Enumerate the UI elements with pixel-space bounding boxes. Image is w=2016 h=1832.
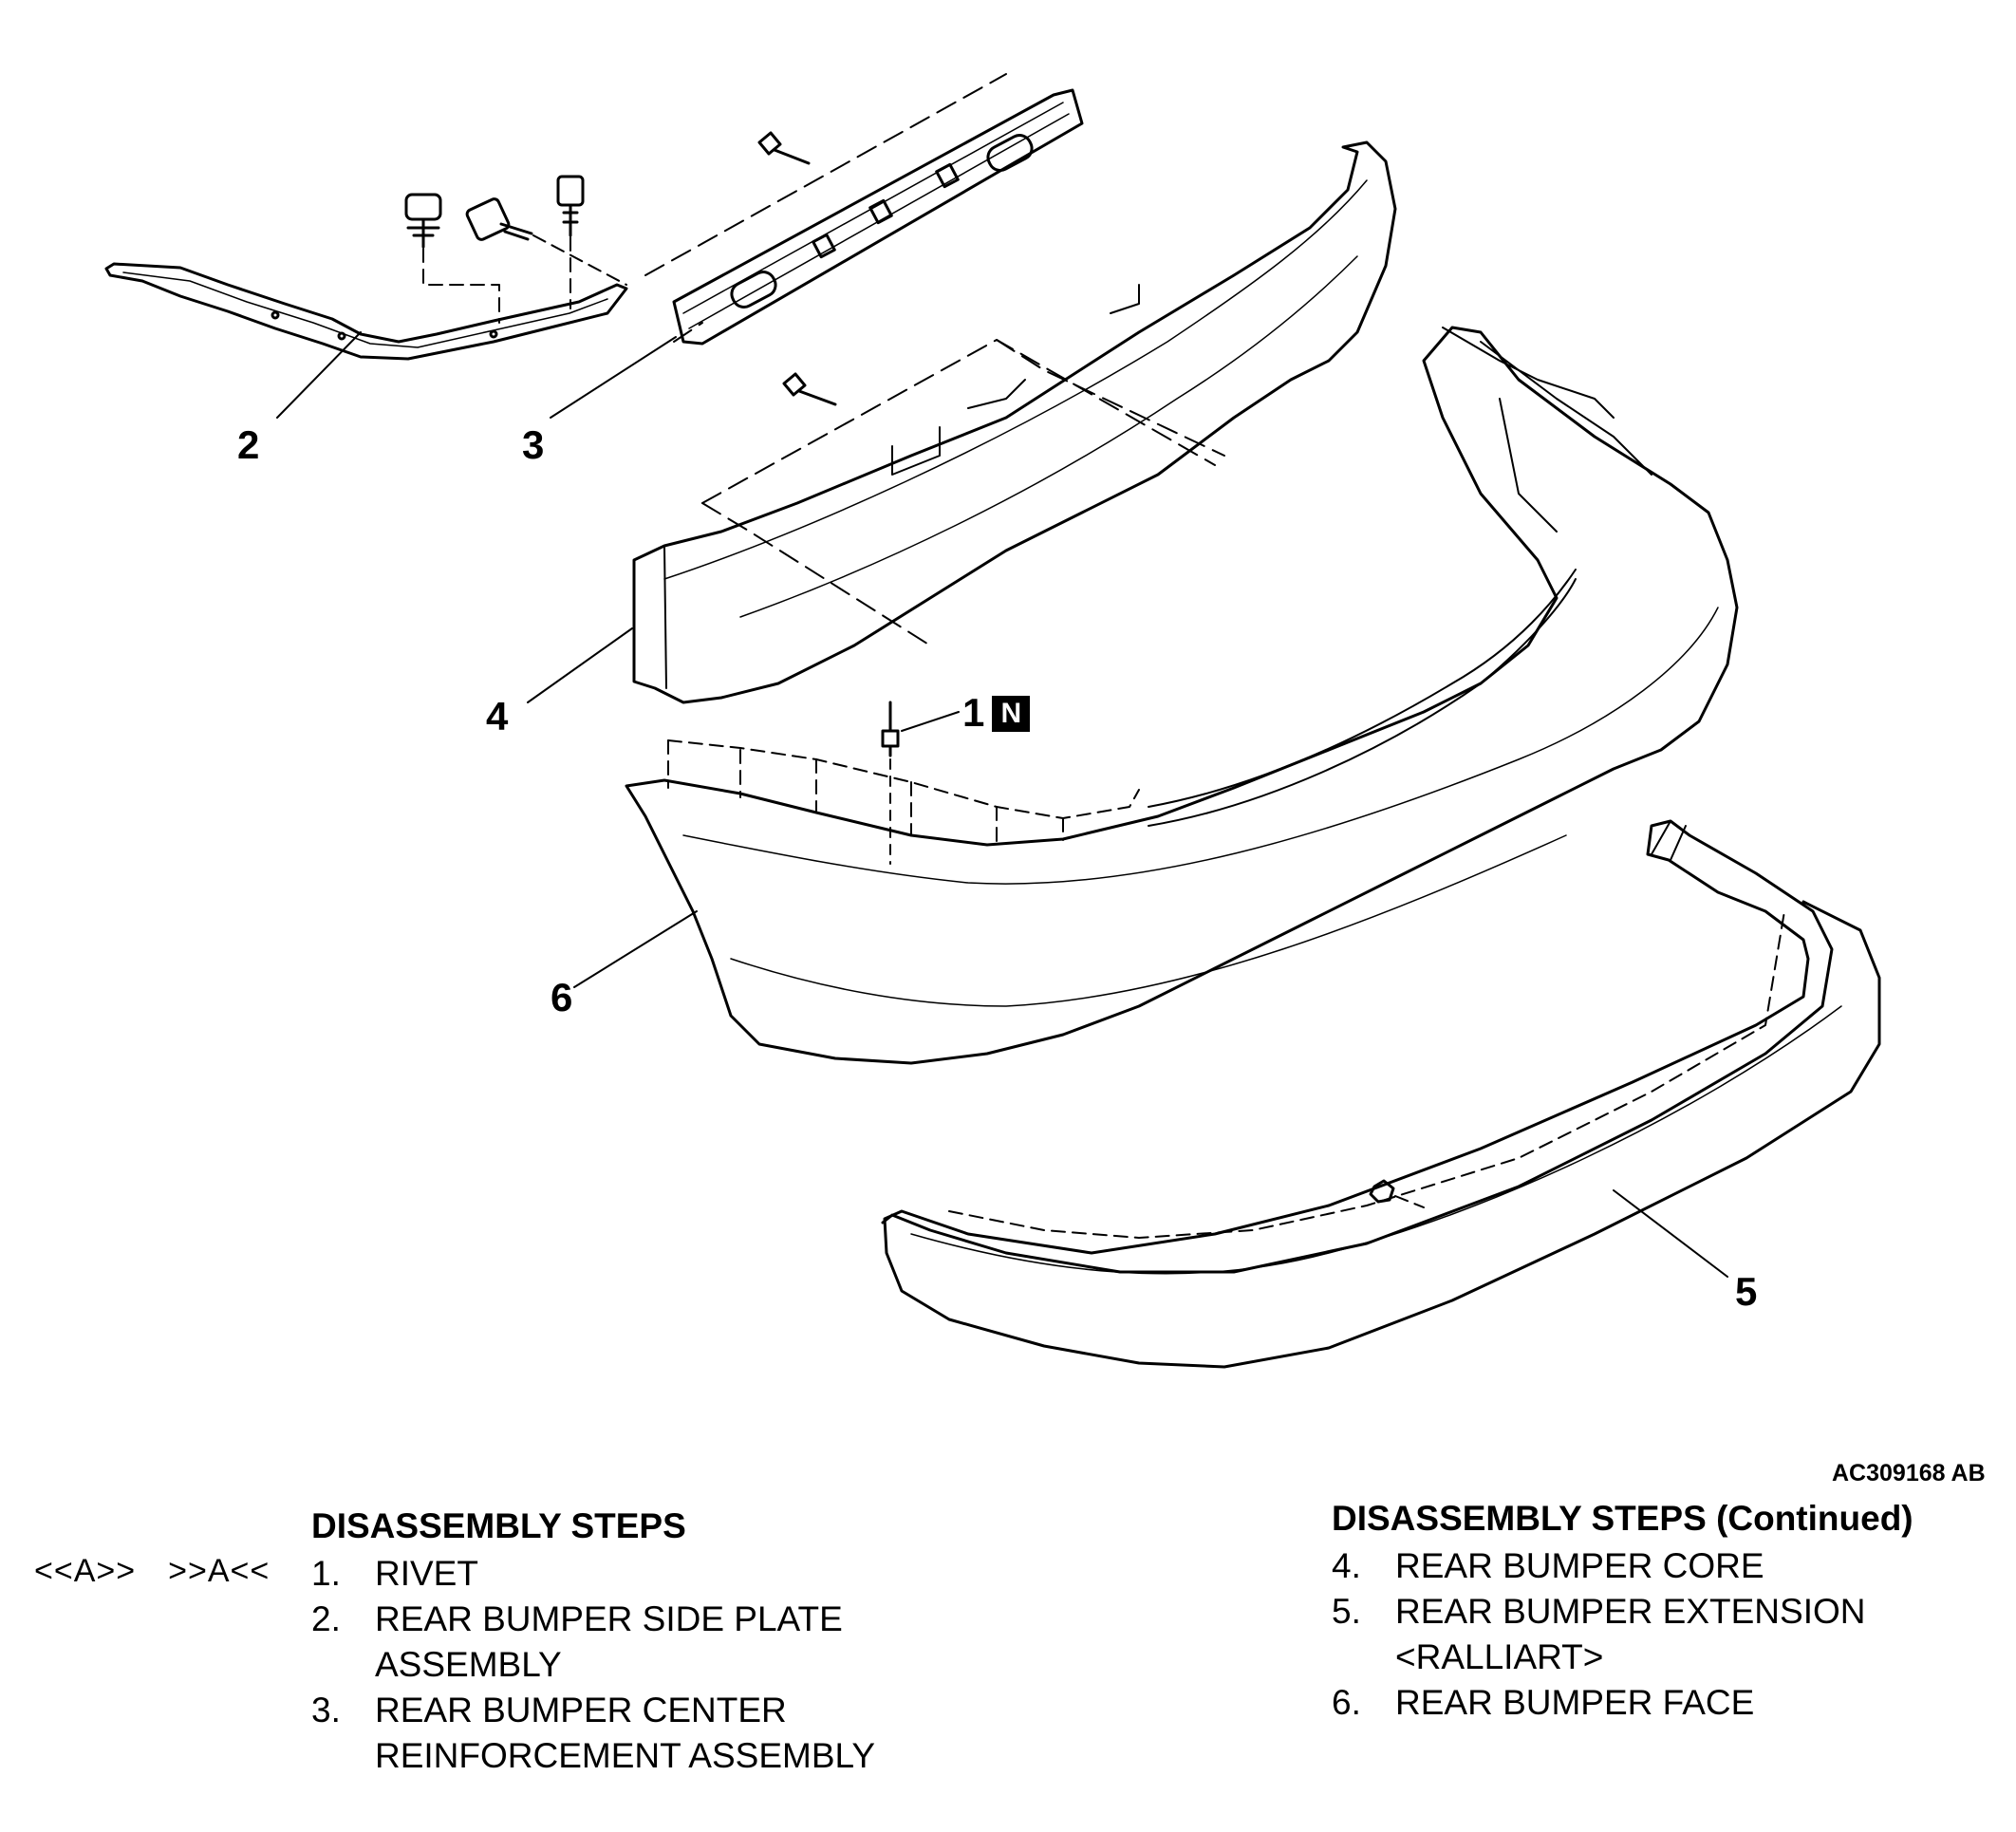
step-item: 1.RIVET xyxy=(311,1554,478,1593)
rear-bumper-center-reinforcement xyxy=(672,88,1084,346)
rear-bumper-side-plate xyxy=(104,262,628,361)
installation-marker: >>A<< xyxy=(168,1553,271,1589)
rivet-icon xyxy=(881,701,900,757)
step-item: 2.REAR BUMPER SIDE PLATE ASSEMBLY xyxy=(311,1599,843,1684)
step-item: 5.REAR BUMPER EXTENSION <RALLIART> xyxy=(1332,1592,1866,1676)
callout-2: 2 xyxy=(237,422,260,467)
step-item: 4.REAR BUMPER CORE xyxy=(1332,1546,1764,1585)
clip-fastener-icon xyxy=(404,193,442,249)
callout-3: 3 xyxy=(522,422,545,467)
screw-icon xyxy=(556,175,585,237)
step-item: 3.REAR BUMPER CENTER REINFORCEMENT ASSEM… xyxy=(311,1691,876,1775)
clip-nut-icon xyxy=(1369,1179,1395,1204)
steps-title: DISASSEMBLY STEPS xyxy=(311,1506,686,1545)
callout-4: 4 xyxy=(486,694,509,738)
rear-bumper-core xyxy=(632,140,1397,704)
step-item: 6.REAR BUMPER FACE xyxy=(1332,1683,1755,1722)
callout-6: 6 xyxy=(551,975,573,1019)
exploded-parts-diagram xyxy=(104,73,1881,1369)
rear-bumper-extension xyxy=(881,819,1881,1369)
rear-bumper-face xyxy=(625,326,1739,1065)
leader-lines xyxy=(276,331,1728,1278)
disassembly-steps-continued: DISASSEMBLY STEPS (Continued) 4.REAR BUM… xyxy=(1332,1496,1927,1726)
callout-5: 5 xyxy=(1735,1269,1758,1314)
bolt-icon xyxy=(465,197,533,241)
callout-1-label: 1 xyxy=(962,690,985,735)
disassembly-steps: DISASSEMBLY STEPS 1.RIVET 2.REAR BUMPER … xyxy=(311,1504,944,1779)
service-point-markers: <<A>> >>A<< xyxy=(34,1553,302,1590)
figure-code: AC309168 AB xyxy=(1832,1460,1986,1486)
screw-icon xyxy=(757,131,811,165)
removal-marker: <<A>> xyxy=(34,1553,137,1589)
steps-title-continued: DISASSEMBLY STEPS (Continued) xyxy=(1332,1499,1913,1538)
screw-icon xyxy=(782,372,837,406)
non-reusable-part-icon: N xyxy=(992,696,1031,732)
